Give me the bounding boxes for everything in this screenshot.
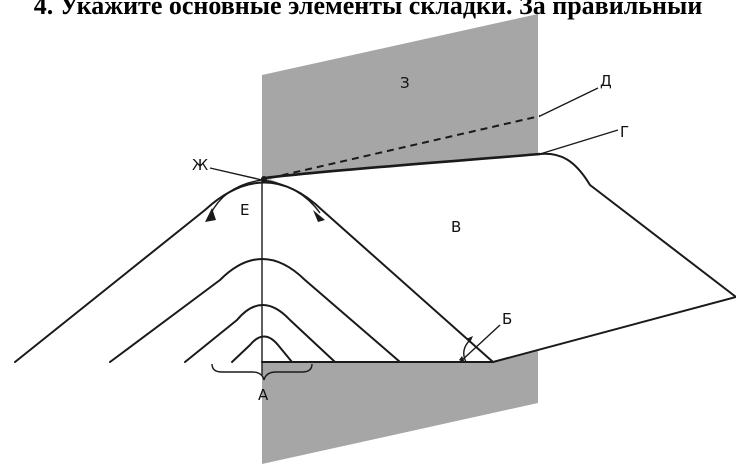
outer-limb [14, 181, 494, 363]
label-zh: Ж [192, 156, 208, 174]
leader-b [459, 324, 501, 363]
angle-arrow-down [459, 356, 465, 363]
label-d: Д [600, 72, 612, 90]
label-e: Е [240, 201, 249, 219]
angle-arc [463, 339, 471, 363]
label-a: А [258, 386, 269, 404]
angle-arrow-up [466, 336, 473, 343]
fold-edge [539, 152, 736, 298]
limb-edge [492, 296, 736, 363]
label-g: Г [620, 123, 629, 141]
core-bracket [211, 363, 313, 381]
leader-zh [209, 167, 263, 181]
hinge-line [264, 152, 541, 180]
hinge-point [261, 176, 267, 182]
label-b: Б [502, 310, 512, 328]
layer-3 [184, 304, 336, 363]
axial-plane-lower [262, 362, 538, 464]
layer-4 [231, 335, 293, 363]
hinge-extension-dashed [269, 115, 541, 179]
label-z: З [400, 74, 410, 92]
fold-surface [265, 153, 736, 362]
label-v: В [451, 218, 461, 236]
leader-d [539, 87, 599, 117]
leader-g [539, 129, 619, 155]
arc-arrow-right [313, 210, 325, 222]
fold-core [15, 182, 449, 362]
arc-arrow-left [205, 208, 216, 222]
